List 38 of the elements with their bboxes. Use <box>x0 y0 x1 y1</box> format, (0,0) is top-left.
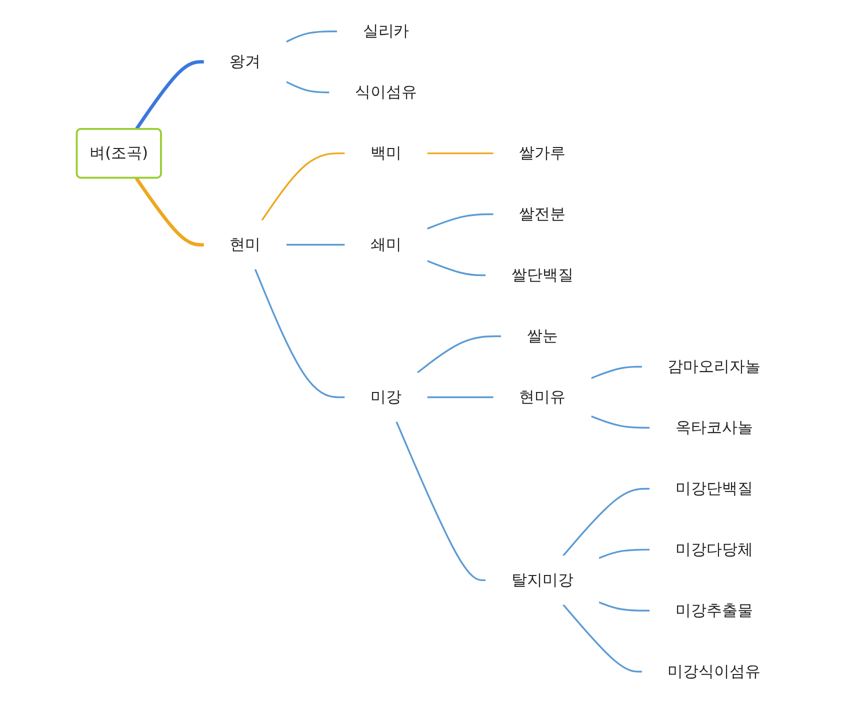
connector <box>286 244 345 246</box>
node-text: 쌀단백질 <box>511 266 574 284</box>
connector <box>426 213 494 230</box>
node-text: 탈지미강 <box>511 571 574 590</box>
connector <box>286 30 338 43</box>
node-text: 식이섬유 <box>355 83 417 102</box>
node-text: 옥타코사놀 <box>675 418 753 437</box>
connector <box>427 396 494 398</box>
node-text: 실리카 <box>362 22 410 40</box>
node-text: 쌀가루 <box>519 144 566 162</box>
connector <box>426 260 486 276</box>
connector <box>427 152 494 154</box>
node-text: 감마오리자놀 <box>668 358 760 376</box>
connector <box>254 268 345 398</box>
node-text: 미강식이섬유 <box>668 662 760 681</box>
node-text: 미강다당체 <box>675 540 753 559</box>
node-text: 백미 <box>370 144 402 162</box>
node-text: 왕겨 <box>230 52 261 71</box>
node-text: 미강 <box>370 388 402 406</box>
node-text: 쇄미 <box>370 236 402 254</box>
node-text: 현미 <box>230 236 261 254</box>
connector <box>134 177 204 246</box>
connector <box>598 602 650 612</box>
connector <box>598 548 650 559</box>
connector <box>134 60 204 130</box>
node-text: 현미유 <box>519 388 566 406</box>
connector <box>590 366 642 379</box>
node-text: 쌀눈 <box>526 327 558 346</box>
connector <box>396 421 486 582</box>
connector <box>562 488 650 556</box>
node-text: 미강추출물 <box>675 602 753 620</box>
connector <box>590 416 650 429</box>
connector <box>562 604 642 672</box>
connector <box>261 152 345 221</box>
connector <box>286 81 330 94</box>
node-text: 미강단백질 <box>675 480 753 498</box>
node-text: 쌀전분 <box>519 205 566 224</box>
connector <box>416 335 502 374</box>
